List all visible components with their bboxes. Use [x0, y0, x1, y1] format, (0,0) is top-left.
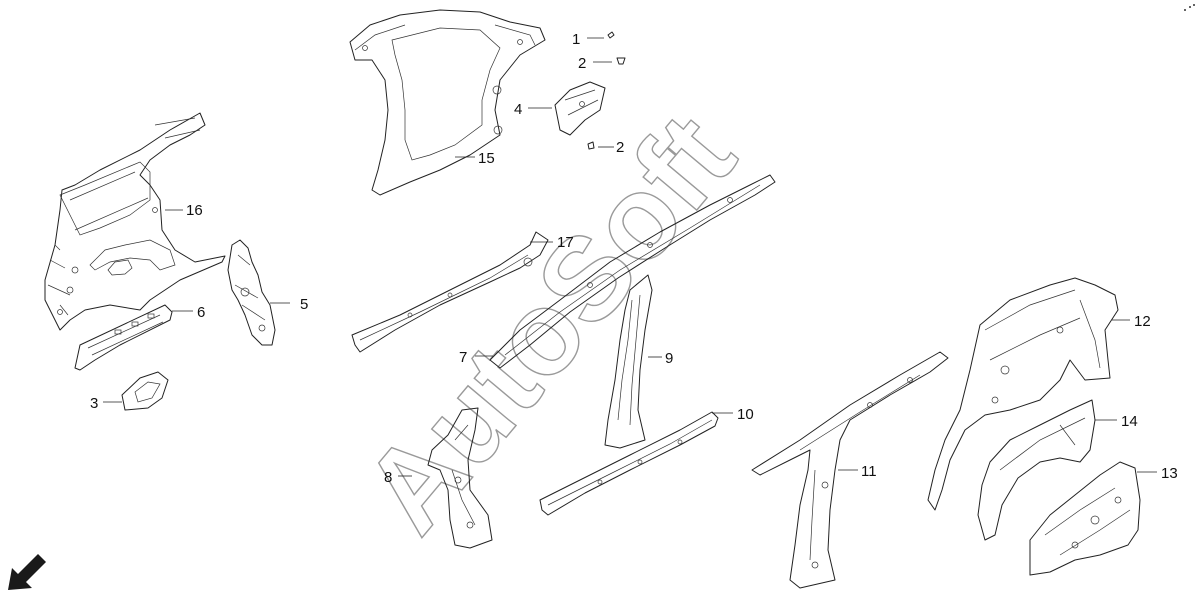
callout-4: 4: [514, 101, 522, 118]
callout-14: 14: [1121, 413, 1138, 430]
part-10-side-sill[interactable]: [539, 411, 719, 516]
leader-lines: [103, 37, 1157, 477]
callout-6: 6: [197, 304, 205, 321]
callout-17: 17: [557, 234, 574, 251]
callout-5: 5: [300, 296, 308, 313]
callout-7: 7: [459, 349, 467, 366]
part-7-roof-side-rail[interactable]: [489, 174, 776, 369]
part-1-clip[interactable]: [607, 31, 615, 39]
part-14-wheelhouse-outer[interactable]: [977, 399, 1096, 541]
watermark-text: AutoSoft: [339, 90, 760, 556]
callout-2-lower: 2: [616, 139, 624, 156]
part-2-clip-upper[interactable]: [616, 57, 626, 65]
part-2-clip-lower[interactable]: [587, 141, 595, 150]
callout-9: 9: [665, 350, 673, 367]
callout-1: 1: [572, 31, 580, 48]
part-3-fuel-filler-housing[interactable]: [121, 371, 169, 411]
part-9-center-pillar[interactable]: [604, 274, 653, 449]
part-13-wheelhouse-inner[interactable]: [1029, 461, 1141, 576]
callout-10: 10: [737, 406, 754, 423]
callout-2-upper: 2: [578, 55, 586, 72]
callout-16: 16: [186, 202, 203, 219]
callout-labels: 1 2 4 2 15 16 17 5 6 3 7 8 9 10 11 12 14…: [90, 31, 1178, 486]
callout-12: 12: [1134, 313, 1151, 330]
part-4-bracket[interactable]: [554, 81, 606, 136]
part-16-quarter-panel[interactable]: [44, 112, 226, 331]
callout-15: 15: [478, 150, 495, 167]
watermark: AutoSoft: [338, 90, 761, 558]
callout-13: 13: [1161, 465, 1178, 482]
callout-3: 3: [90, 395, 98, 412]
part-12-quarter-inner[interactable]: [927, 277, 1119, 511]
corner-mark-icon: [1184, 4, 1195, 11]
arrow-down-left-icon: [8, 554, 46, 590]
callout-8: 8: [384, 469, 392, 486]
callout-11: 11: [861, 463, 877, 480]
part-11-pillar-inner[interactable]: [751, 351, 949, 589]
part-17-sill-molding[interactable]: [351, 231, 549, 353]
part-15-side-outer-panel[interactable]: [349, 9, 546, 196]
part-6-quarter-reinforcement[interactable]: [74, 304, 173, 371]
part-5-quarter-bracket[interactable]: [227, 239, 276, 346]
part-8-front-pillar[interactable]: [427, 407, 493, 549]
